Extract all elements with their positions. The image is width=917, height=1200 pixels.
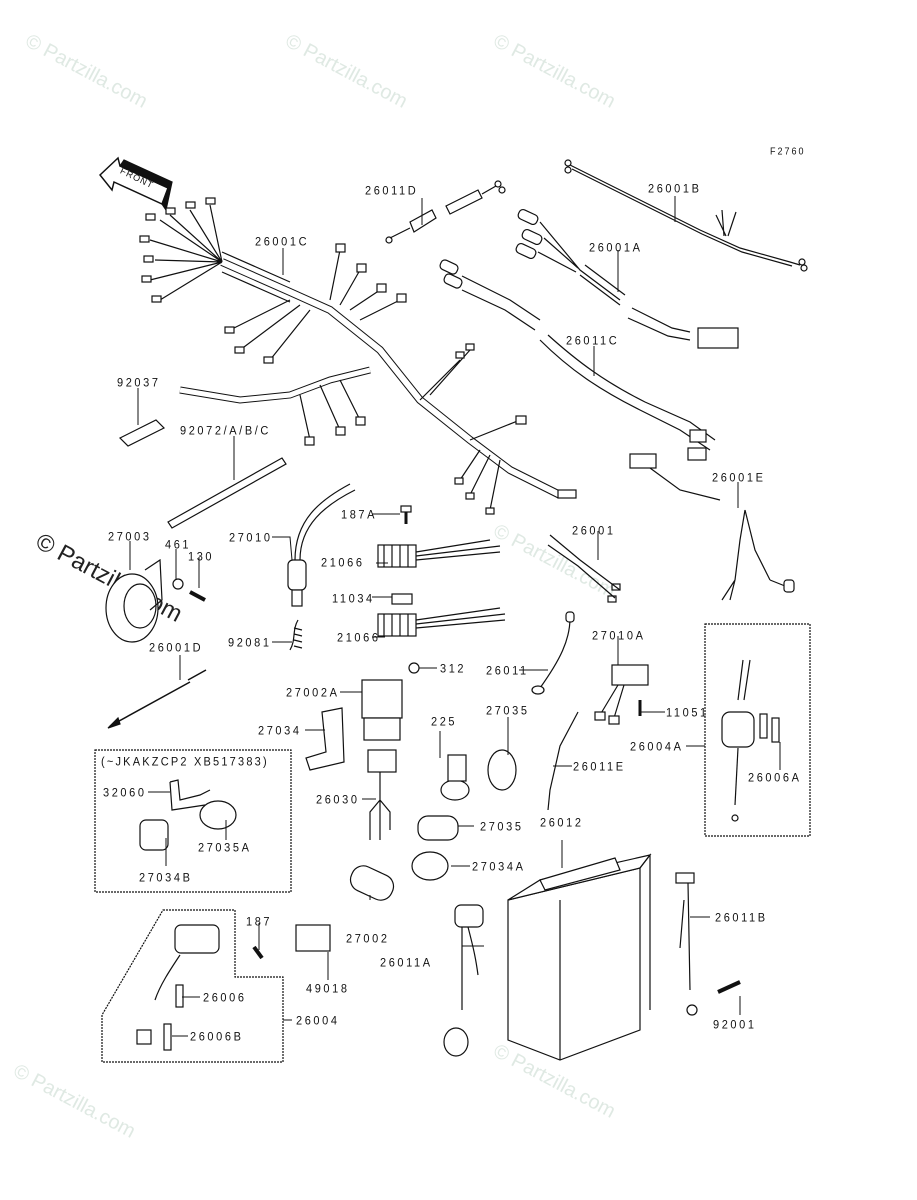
harness-lead-icon [385,180,506,244]
part-label-26006[interactable]: 26006 [203,991,247,1005]
holder-icon [440,779,470,801]
part-label-27035A[interactable]: 27035A [198,841,252,855]
wire-lead-icon [564,159,808,272]
leader-lines [129,196,781,1037]
part-label-92037[interactable]: 92037 [117,376,161,390]
part-label-130[interactable]: 130 [188,550,215,564]
part-label-11051[interactable]: 27034 [258,724,302,738]
part-label-225[interactable]: 11051 [666,706,709,720]
relay-icon [361,679,403,719]
bolt-icon [252,945,264,960]
bracket-icon [391,593,413,605]
part-label-27034B[interactable]: 27034B [139,871,193,885]
part-label-312[interactable]: 312 [440,662,467,676]
nut-icon [408,662,420,674]
lead-icon [675,872,698,1016]
bolt-icon [400,505,412,513]
part-label-187A[interactable]: 187A [341,508,378,522]
part-label-27010[interactable]: 27010 [229,531,273,545]
part-label-27002A[interactable]: 27002A [286,686,340,700]
figure-code: F2760 [770,145,806,157]
part-label-26006B[interactable]: 26006B [190,1030,244,1044]
bracket-icon [305,707,345,771]
part-label-461[interactable]: 461 [165,538,192,552]
part-label-27003[interactable]: 27003 [108,530,152,544]
part-label-26001[interactable]: 26001 [572,524,616,538]
spring-icon [289,619,303,651]
regulator-icon [377,539,506,637]
part-label-26011E[interactable]: 26011E [573,760,626,774]
part-label-27035[interactable]: 225 [431,715,458,729]
horn-icon [105,558,163,643]
part-label-27034A[interactable]: 27034A [472,860,526,874]
fuse-holder-icon [721,659,780,822]
part-label-26001B[interactable]: 26001B [648,182,702,196]
fuse-holder-box [704,623,811,837]
part-label-92081[interactable]: 92081 [228,636,272,650]
part-label-21066[interactable]: 21066 [321,556,365,570]
wire-lead-icon [629,453,795,601]
fuse-holder-icon [136,924,220,1051]
junction-box-icon [367,749,397,840]
part-label-27002[interactable]: 27002 [346,932,390,946]
wire-lead-icon [107,716,121,729]
part-label-26001E[interactable]: 26001E [712,471,766,485]
relay-icon [411,851,449,881]
switch-icon [594,664,649,725]
part-label-26001A[interactable]: 26001A [589,241,643,255]
relay-icon [487,749,517,791]
relay-icon [295,924,331,952]
part-label-26011B[interactable]: 26011B [715,911,768,925]
part-label-27034[interactable]: 27035 [486,704,530,718]
bolt-icon [717,980,741,994]
part-label-26001C[interactable]: 26001C [255,235,310,249]
relay-icon [349,865,395,901]
clamp-icon [118,419,166,447]
part-label-92001[interactable]: 92001 [713,1018,757,1032]
part-label-27035-b[interactable]: 27035 [480,820,524,834]
wire-lead-icon [547,534,621,603]
part-label-26011D[interactable]: 26011D [365,184,419,198]
wire-lead-icon [109,669,207,727]
wire-lead-icon [515,208,739,349]
band-icon [167,457,287,529]
part-label-187[interactable]: 187 [246,915,273,929]
part-label-21066-b[interactable]: 21066 [337,631,381,645]
relay-icon [363,717,401,741]
variant-note: (~JKAKZCP2 XB517383) [101,755,269,769]
part-label-26030[interactable]: 26030 [316,793,360,807]
holder-icon [417,815,459,841]
switch-icon [287,483,356,607]
holder-icon [447,754,467,782]
part-label-26004[interactable]: 26004 [296,1014,340,1028]
lead-icon [439,259,716,461]
lead-icon [531,611,575,695]
part-label-26001D[interactable]: 26001D [149,641,204,655]
battery-icon [507,853,652,1061]
main-harness-icon [139,197,577,515]
nut-icon [172,578,184,590]
part-label-49018[interactable]: 49018 [306,982,350,996]
part-label-26006A[interactable]: 26006A [748,771,802,785]
lead-icon [547,711,579,811]
part-label-26011C[interactable]: 26011C [566,334,620,348]
part-label-26012[interactable]: 26012 [540,816,584,830]
variant-box [94,749,292,893]
part-label-27010A[interactable]: 27010A [592,629,646,643]
part-label-32060[interactable]: 32060 [103,786,147,800]
bolt-icon [189,590,206,602]
lead-icon [443,904,484,1057]
part-label-26004A[interactable]: 26004A [630,740,684,754]
bracket-icon [139,779,237,851]
part-label-26011A[interactable]: 26011A [380,956,433,970]
part-label-92072-a-b-c[interactable]: 92072/A/B/C [180,424,271,438]
part-label-26011[interactable]: 26011 [486,664,529,678]
part-label-11034[interactable]: 11034 [332,592,375,606]
